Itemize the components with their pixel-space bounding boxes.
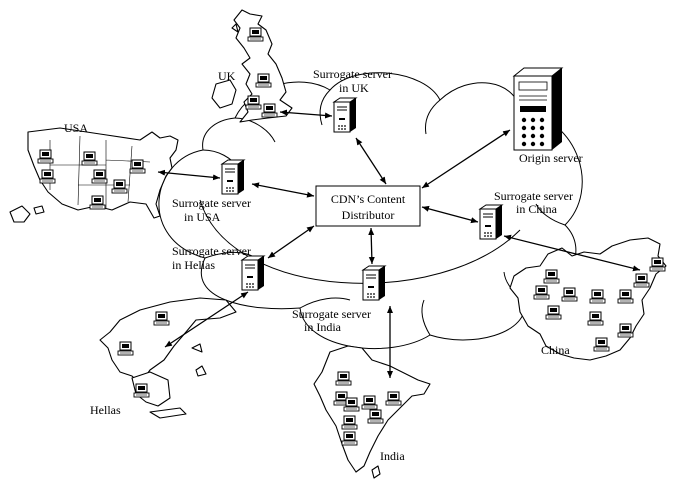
link-distributor-india: [368, 227, 375, 265]
client-computer-icon: [255, 73, 272, 88]
client-computer-icon: [335, 371, 352, 386]
link-uk-server-clients: [279, 109, 333, 119]
region-label-usa: USA: [64, 121, 88, 135]
client-computer-icon: [617, 289, 634, 304]
client-computer-icon: [245, 95, 262, 110]
region-label-china: China: [541, 343, 570, 357]
client-computer-icon: [367, 409, 384, 424]
client-computer-icon: [587, 311, 604, 326]
client-computer-icon: [111, 179, 128, 194]
client-computer-icon: [247, 27, 264, 42]
client-computer-icon: [633, 273, 650, 288]
link-distributor-hellas: [267, 225, 315, 259]
client-computer-icon: [617, 323, 634, 338]
client-computer-icon: [133, 383, 150, 398]
client-computer-icon: [385, 391, 402, 406]
client-computer-icon: [81, 151, 98, 166]
hellas-server-label-line1: Surrogate server: [172, 244, 251, 258]
link-distributor-uk: [355, 137, 387, 185]
usa-server-label-line1: Surrogate server: [172, 196, 251, 210]
uk-server-label-line1: Surrogate server: [313, 67, 392, 81]
origin-server-icon: [512, 67, 564, 151]
region-label-uk: UK: [218, 69, 236, 83]
china-server-label-line1: Surrogate server: [494, 189, 573, 203]
hellas-server-label-line2: in Hellas: [172, 258, 215, 272]
india-surrogate-server-icon: [362, 265, 386, 301]
client-computer-icon: [593, 337, 610, 352]
link-distributor-origin: [421, 129, 511, 189]
china-map: [509, 237, 667, 361]
client-computer-icon: [153, 311, 170, 326]
client-computer-icon: [261, 103, 278, 118]
labels: CDN’s Content Distributor Origin server …: [64, 67, 583, 463]
client-computer-icon: [37, 149, 54, 164]
link-distributor-usa: [251, 182, 315, 198]
client-computer-icon: [361, 395, 378, 410]
client-computer-icon: [343, 397, 360, 412]
hellas-surrogate-server-icon: [241, 255, 265, 291]
client-computer-icon: [649, 257, 666, 272]
distributor-label-line2: Distributor: [342, 208, 395, 222]
region-label-india: India: [380, 449, 405, 463]
distributor-label-line1: CDN’s Content: [331, 192, 406, 206]
link-distributor-china: [421, 205, 479, 224]
uk-server-label-line2: in UK: [339, 81, 369, 95]
link-china-server-clients: [503, 234, 641, 272]
client-computer-icon: [91, 169, 108, 184]
link-usa-server-clients: [157, 169, 221, 181]
china-server-label-line2: in China: [516, 202, 558, 216]
hellas-map: [99, 297, 237, 419]
client-computer-icon: [561, 287, 578, 302]
india-server-label-line1: Surrogate server: [292, 307, 371, 321]
usa-surrogate-server-icon: [221, 159, 245, 195]
client-computer-icon: [341, 431, 358, 446]
client-computer-icon: [89, 195, 106, 210]
origin-server-label: Origin server: [519, 151, 583, 165]
region-label-hellas: Hellas: [90, 403, 121, 417]
client-computer-icon: [533, 285, 550, 300]
usa-server-label-line2: in USA: [184, 210, 221, 224]
china-surrogate-server-icon: [479, 204, 503, 240]
client-computer-icon: [39, 169, 56, 184]
client-computer-icon: [545, 305, 562, 320]
client-computer-icon: [589, 289, 606, 304]
client-computer-icon: [117, 341, 134, 356]
client-computer-icon: [341, 415, 358, 430]
link-hellas-server-clients: [164, 291, 249, 348]
client-computer-icon: [129, 159, 146, 174]
content-distributor-box: [315, 185, 421, 227]
client-computer-icon: [543, 269, 560, 284]
links: [157, 109, 641, 378]
india-server-label-line2: in India: [304, 320, 342, 334]
uk-surrogate-server-icon: [333, 97, 357, 133]
